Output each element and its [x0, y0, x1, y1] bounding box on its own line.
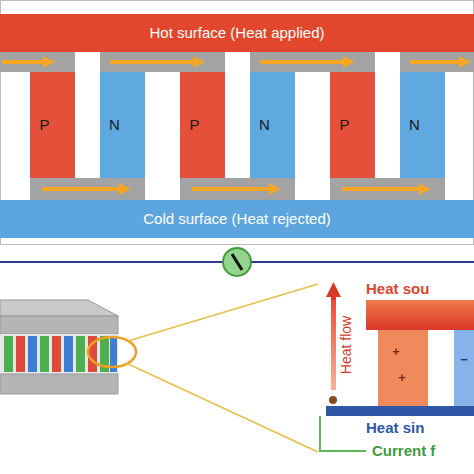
heat-sink-plate	[326, 406, 474, 416]
p-leg: P	[330, 72, 375, 178]
meter-needle	[232, 254, 242, 270]
heat-source-block	[366, 300, 474, 330]
cold-side-plates	[30, 178, 445, 200]
node-text: Heat sin	[366, 420, 424, 437]
hot-side-plates	[0, 52, 474, 72]
n-leg: N	[250, 72, 295, 178]
charge-sign: +	[398, 371, 406, 385]
current-flow-label: Current f	[372, 443, 435, 460]
panel-frame	[1, 1, 474, 245]
heat-flow-label: Heat flow	[339, 316, 354, 374]
p-leg-zoom	[378, 330, 428, 407]
junction-dot	[329, 396, 337, 404]
current-arrows	[2, 62, 466, 189]
zoom-leader	[126, 363, 318, 452]
meter-symbol	[223, 248, 251, 276]
node-text: N	[109, 117, 120, 134]
heat-sink-label: Heat sin	[366, 418, 472, 438]
p-leg: P	[180, 72, 225, 178]
node-text: N	[259, 117, 270, 134]
charge-sign: +	[392, 345, 400, 359]
hot-surface-band: Hot surface (Heat applied)	[0, 14, 474, 52]
heat-source-label: Heat sou	[366, 279, 472, 299]
n-leg: N	[400, 72, 445, 178]
module-3d	[0, 300, 118, 394]
current-wire	[320, 416, 366, 451]
n-leg: N	[100, 72, 145, 178]
node-text: Hot surface (Heat applied)	[149, 25, 324, 42]
node-text: P	[189, 117, 199, 134]
zoom-leader	[128, 284, 318, 341]
p-leg: P	[30, 72, 75, 178]
charge-sign: −	[460, 353, 468, 367]
n-leg-zoom	[454, 330, 474, 407]
heat-flow-arrow	[331, 290, 336, 390]
node-text: P	[339, 117, 349, 134]
node-text: Cold surface (Heat rejected)	[143, 211, 331, 228]
heat-flow-head	[331, 288, 336, 300]
cold-surface-band: Cold surface (Heat rejected)	[0, 200, 474, 238]
node-text: N	[409, 117, 420, 134]
node-text: Heat sou	[366, 281, 429, 298]
node-text: P	[39, 117, 49, 134]
